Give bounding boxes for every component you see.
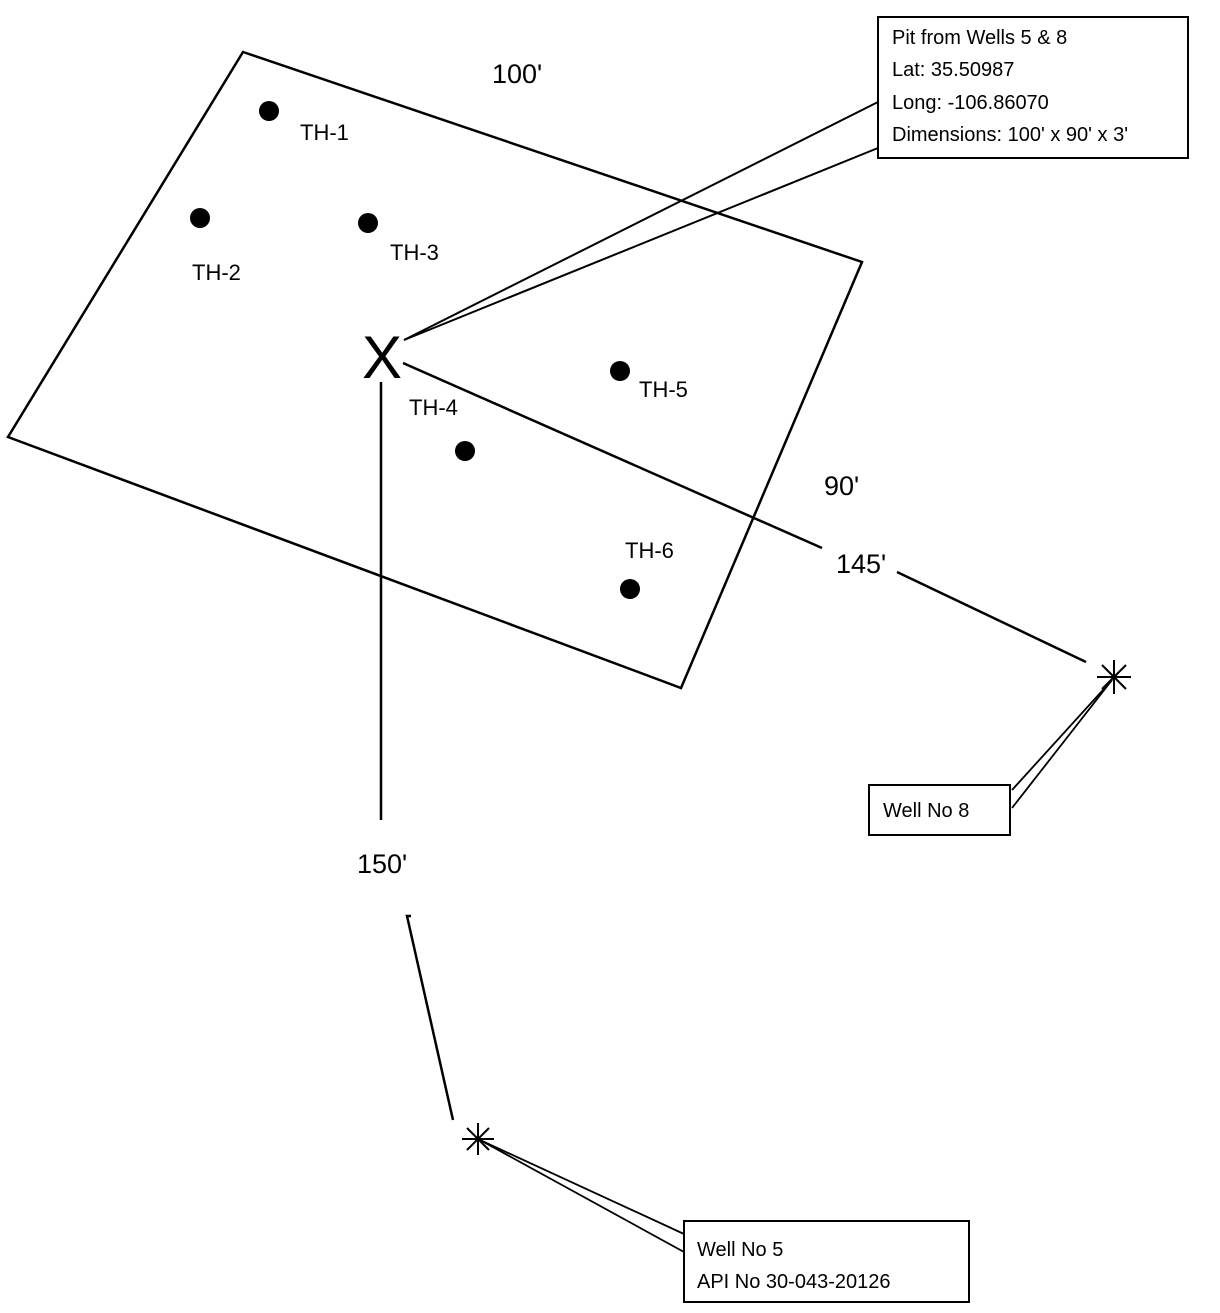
test-hole-th-4: TH-4: [409, 395, 475, 461]
test-hole-th-3: TH-3: [358, 213, 439, 265]
test-hole-label: TH-2: [192, 260, 241, 285]
test-hole-dot: [259, 101, 279, 121]
pit-width-label: 90': [824, 471, 859, 501]
well-8-leader-line: [1011, 679, 1113, 791]
test-hole-th-2: TH-2: [190, 208, 241, 285]
pit-outline: [6, 50, 864, 690]
well-5-api: API No 30-043-20126: [697, 1271, 890, 1293]
test-hole-label: TH-4: [409, 395, 458, 420]
pit-length-label: 100': [492, 59, 542, 89]
well-8-symbol: [1097, 660, 1131, 694]
distance-line-well-8: [896, 570, 1087, 664]
callout-leader-line: [403, 101, 879, 341]
callout-dimensions: Dimensions: 100' x 90' x 3': [892, 124, 1128, 146]
test-hole-th-6: TH-6: [620, 538, 674, 599]
test-hole-th-1: TH-1: [259, 101, 349, 145]
well-5-symbol: [462, 1123, 494, 1155]
pit-callout-box: Pit from Wells 5 & 8 Lat: 35.50987 Long:…: [877, 16, 1189, 159]
callout-title: Pit from Wells 5 & 8: [892, 27, 1067, 49]
test-hole-dot: [610, 361, 630, 381]
well-5-leader-line: [479, 1139, 685, 1253]
well-5-label-box: Well No 5 API No 30-043-20126: [683, 1220, 970, 1303]
callout-lat: Lat: 35.50987: [892, 59, 1014, 81]
test-hole-dot: [358, 213, 378, 233]
callout-leader-line: [403, 147, 879, 341]
well-5-leader-line: [479, 1139, 685, 1235]
test-hole-label: TH-1: [300, 120, 349, 145]
callout-long: Long: -106.86070: [892, 92, 1049, 114]
pit-center-marker: X: [362, 324, 402, 391]
distance-line-well-8: [402, 361, 823, 550]
test-hole-label: TH-6: [625, 538, 674, 563]
test-hole-label: TH-5: [639, 377, 688, 402]
distance-line-well-5: [405, 914, 455, 1121]
well-8-label-box: Well No 8: [868, 784, 1011, 836]
distance-label-well-5: 150': [357, 849, 407, 879]
distance-label-well-8: 145': [836, 549, 886, 579]
well-5-name: Well No 5: [697, 1239, 783, 1261]
test-hole-label: TH-3: [390, 240, 439, 265]
test-hole-dot: [455, 441, 475, 461]
test-hole-dot: [190, 208, 210, 228]
well-8-name: Well No 8: [883, 800, 969, 822]
well-8-leader-line: [1011, 679, 1113, 809]
test-hole-dot: [620, 579, 640, 599]
test-hole-th-5: TH-5: [610, 361, 688, 402]
